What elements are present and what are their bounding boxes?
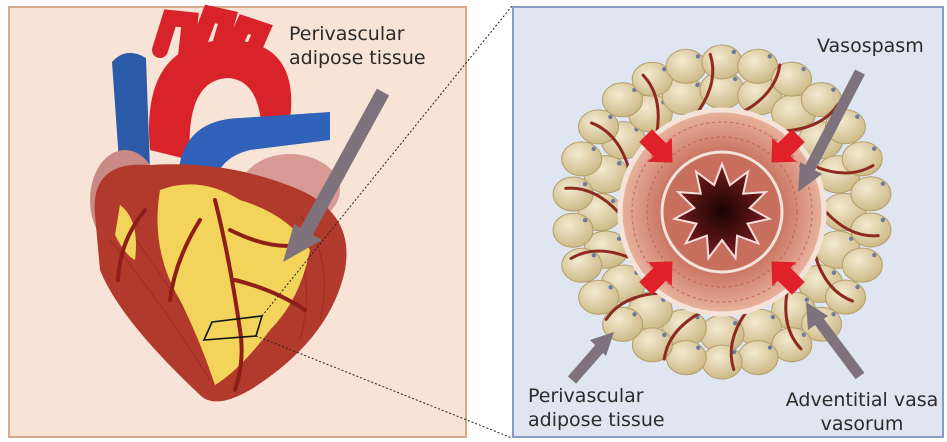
adipocyte-nucleus xyxy=(608,115,612,119)
adipocyte-nucleus xyxy=(611,199,615,203)
right-pvat-label-line1: Perivascular xyxy=(528,384,665,408)
adipocyte-nucleus xyxy=(872,146,876,150)
adipocyte-nucleus xyxy=(771,315,775,319)
vasa-label: Adventitial vasa vasorum xyxy=(780,388,944,436)
left-pvat-label-line2: adipose tissue xyxy=(289,46,426,70)
pvat-right-arrow xyxy=(572,348,600,380)
adipocyte xyxy=(842,248,882,282)
adipocyte-nucleus xyxy=(802,333,806,337)
adipocyte-nucleus xyxy=(872,253,876,257)
adipocyte-nucleus xyxy=(768,54,772,58)
vasa-label-line2: vasorum xyxy=(780,412,944,436)
adipocyte-nucleus xyxy=(732,50,736,54)
adipocyte-nucleus xyxy=(801,67,805,71)
adipocyte-nucleus xyxy=(881,218,885,222)
right-pvat-label-line2: adipose tissue xyxy=(528,408,665,432)
adipocyte xyxy=(562,142,602,176)
adipocyte xyxy=(738,341,778,375)
adipocyte-nucleus xyxy=(805,298,809,302)
adipocyte xyxy=(666,49,706,83)
left-pvat-label: Perivascular adipose tissue xyxy=(289,22,426,70)
adipocyte-nucleus xyxy=(632,312,636,316)
adipocyte-nucleus xyxy=(855,285,859,289)
adipocyte-nucleus xyxy=(696,54,700,58)
adipocyte-nucleus xyxy=(881,182,885,186)
adipocyte xyxy=(851,177,891,211)
adipocyte-nucleus xyxy=(583,218,587,222)
adipocyte xyxy=(851,213,891,247)
adipocyte xyxy=(702,345,742,379)
heart-illustration xyxy=(90,14,383,401)
adipocyte-nucleus xyxy=(608,285,612,289)
adipocyte-nucleus xyxy=(733,321,737,325)
adipocyte-nucleus xyxy=(855,114,859,118)
adipocyte-nucleus xyxy=(617,161,621,165)
adipocyte-nucleus xyxy=(695,83,699,87)
adipocyte xyxy=(579,280,619,314)
adipocyte-nucleus xyxy=(832,271,836,275)
adipocyte xyxy=(553,177,593,211)
adipocyte xyxy=(702,45,742,79)
adipocyte-nucleus xyxy=(592,253,596,257)
adipocyte-nucleus xyxy=(831,87,835,91)
adipocyte xyxy=(553,213,593,247)
vasospasm-label: Vasospasm xyxy=(817,34,924,58)
connector-bottom xyxy=(256,336,512,438)
adipocyte-nucleus xyxy=(768,345,772,349)
adipocyte-nucleus xyxy=(662,333,666,337)
vessel-cross-section xyxy=(553,45,891,380)
adipocyte-nucleus xyxy=(583,182,587,186)
adipocyte-nucleus xyxy=(696,345,700,349)
vasa-label-line1: Adventitial vasa xyxy=(780,388,944,412)
adipocyte-nucleus xyxy=(831,312,835,316)
adipocyte-nucleus xyxy=(733,77,737,81)
right-pvat-label: Perivascular adipose tissue xyxy=(528,384,665,432)
adipocyte-nucleus xyxy=(592,147,596,151)
left-pvat-label-line1: Perivascular xyxy=(289,22,426,46)
